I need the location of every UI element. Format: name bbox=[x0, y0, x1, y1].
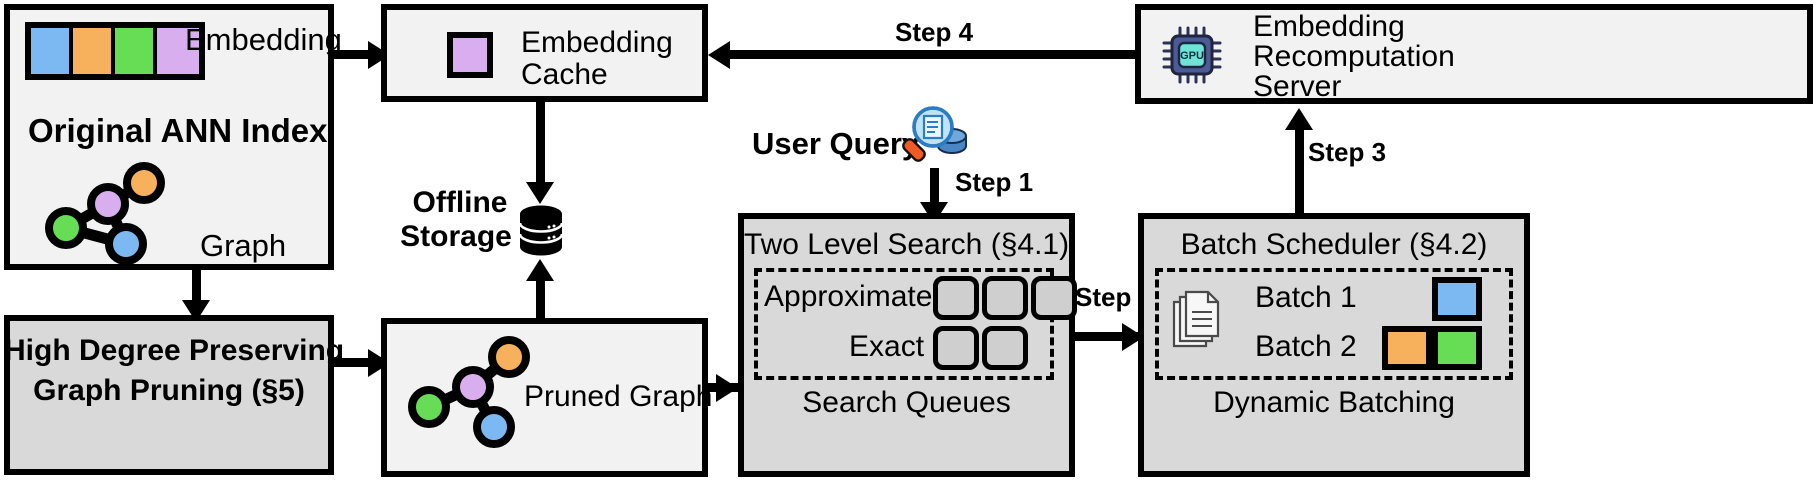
embedding-cell-blue bbox=[31, 28, 73, 74]
embedding-cache-box bbox=[381, 4, 708, 102]
recompute-server-box bbox=[1135, 4, 1813, 104]
arrow-step3-head bbox=[1285, 108, 1313, 130]
arrow-index-to-pruning-line bbox=[192, 268, 201, 308]
embedding-cache-label-line2: Cache bbox=[521, 58, 608, 91]
arrow-pruned-to-search-head bbox=[716, 374, 738, 402]
arrow-index-to-cache-line bbox=[334, 50, 372, 59]
batch-2-swatch-green bbox=[1432, 326, 1482, 370]
arrow-pruning-to-pruned-line bbox=[334, 358, 372, 367]
arrow-step4-head bbox=[708, 41, 730, 69]
batch-2-swatch-orange bbox=[1382, 326, 1432, 370]
queue-slot[interactable] bbox=[933, 326, 979, 370]
recompute-server-line2: Recomputation bbox=[1253, 40, 1455, 73]
arrow-step2-line bbox=[1075, 332, 1138, 341]
batch-1-swatch-blue bbox=[1432, 277, 1482, 321]
embedding-swatch-strip bbox=[25, 22, 205, 80]
queue-slot[interactable] bbox=[982, 326, 1028, 370]
embedding-cache-label-line1: Embedding bbox=[521, 26, 673, 59]
offline-storage-label-line1: Offline bbox=[412, 186, 508, 219]
embedding-cell-green bbox=[115, 28, 157, 74]
step4-label: Step 4 bbox=[895, 17, 974, 47]
arrow-cache-to-storage-line bbox=[536, 102, 545, 190]
search-row-label-approximate: Approximate bbox=[764, 280, 933, 313]
step3-label: Step 3 bbox=[1308, 137, 1387, 167]
search-queues-caption: Search Queues bbox=[802, 386, 1011, 419]
search-row-slots-approximate bbox=[933, 276, 1077, 320]
search-row-slots-exact bbox=[933, 326, 1028, 370]
original-ann-index-title: Original ANN Index bbox=[28, 112, 328, 149]
batch-scheduler-title: Batch Scheduler (§4.2) bbox=[1180, 228, 1488, 261]
queue-slot[interactable] bbox=[982, 276, 1028, 320]
recompute-server-line3: Server bbox=[1253, 70, 1342, 103]
gpu-icon-text: GPU bbox=[1180, 50, 1204, 62]
original-graph-icon bbox=[45, 162, 165, 265]
dynamic-batching-caption: Dynamic Batching bbox=[1213, 386, 1455, 419]
search-queues-group bbox=[754, 268, 1054, 380]
embedding-cell-orange bbox=[73, 28, 115, 74]
documents-icon bbox=[1172, 290, 1220, 348]
dynamic-batching-group bbox=[1155, 268, 1513, 380]
arrow-step4-line bbox=[718, 50, 1135, 59]
arrow-pruned-to-storage-line bbox=[536, 268, 545, 320]
graph-pruning-box bbox=[4, 315, 334, 475]
batch-label-1: Batch 1 bbox=[1255, 281, 1357, 314]
arrow-step1-line bbox=[930, 168, 939, 213]
arrow-pruned-to-storage-head bbox=[526, 259, 554, 281]
gpu-chip-icon: GPU bbox=[1162, 26, 1222, 84]
two-level-search-title: Two Level Search (§4.1) bbox=[743, 228, 1070, 261]
arrow-step3-line bbox=[1295, 117, 1304, 213]
embedding-cache-swatch bbox=[447, 32, 493, 78]
graph-pruning-title-line1: High Degree Preserving bbox=[4, 334, 345, 367]
search-row-label-exact: Exact bbox=[849, 330, 925, 363]
user-query-label: User Query bbox=[752, 126, 920, 161]
database-icon bbox=[518, 205, 564, 256]
pruned-graph-label: Pruned Graph bbox=[524, 380, 713, 413]
graph-label: Graph bbox=[200, 228, 287, 263]
query-search-icon bbox=[902, 106, 967, 162]
offline-storage-label-line2: Storage bbox=[400, 220, 512, 253]
queue-slot[interactable] bbox=[933, 276, 979, 320]
embedding-label: Embedding bbox=[185, 22, 342, 57]
batch-label-2: Batch 2 bbox=[1255, 330, 1357, 363]
recompute-server-line1: Embedding bbox=[1253, 10, 1405, 43]
pruned-graph-icon bbox=[408, 336, 530, 448]
step1-label: Step 1 bbox=[955, 167, 1034, 197]
graph-pruning-title-line2: Graph Pruning (§5) bbox=[33, 374, 305, 407]
queue-slot[interactable] bbox=[1031, 276, 1077, 320]
embedding-cell-purple bbox=[157, 28, 199, 74]
arrow-cache-to-storage-head bbox=[526, 182, 554, 204]
